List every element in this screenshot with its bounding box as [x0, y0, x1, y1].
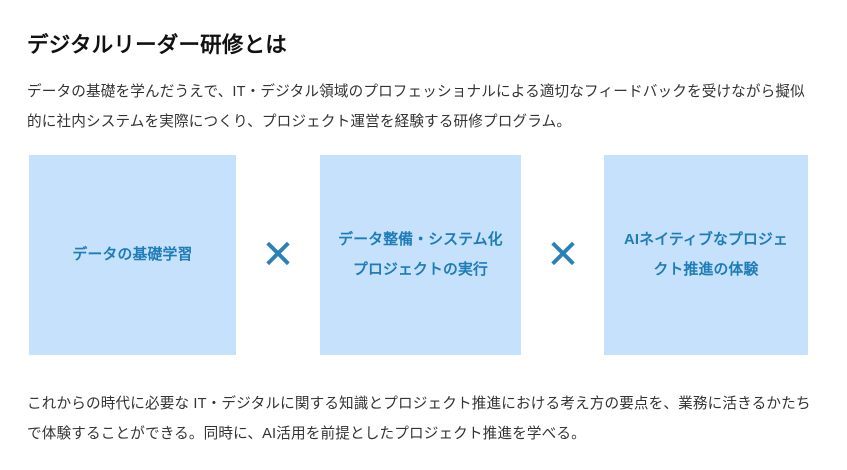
- concept-box-ai-native-project: AIネイティブなプロジェクト推進の体験: [604, 155, 808, 355]
- concept-box-data-systemization-project: データ整備・システム化プロジェクトの実行: [320, 155, 521, 355]
- multiply-icon: ✕: [546, 232, 580, 278]
- concept-box-label: データ整備・システム化プロジェクトの実行: [338, 232, 503, 278]
- concept-box-data-fundamentals: データの基礎学習: [29, 155, 236, 355]
- multiply-icon: ✕: [261, 232, 295, 278]
- concept-box-label: AIネイティブなプロジェクト推進の体験: [624, 232, 788, 278]
- page-title: デジタルリーダー研修とは: [27, 32, 287, 57]
- concept-diagram: データの基礎学習 ✕ データ整備・システム化プロジェクトの実行 ✕ AIネイティ…: [0, 155, 847, 355]
- intro-paragraph: データの基礎を学んだうえで、IT・デジタル領域のプロフェッショナルによる適切なフ…: [27, 83, 805, 130]
- outro-paragraph: これからの時代に必要な IT・デジタルに関する知識とプロジェクト推進における考え…: [27, 395, 811, 442]
- concept-box-label: データの基礎学習: [72, 247, 193, 263]
